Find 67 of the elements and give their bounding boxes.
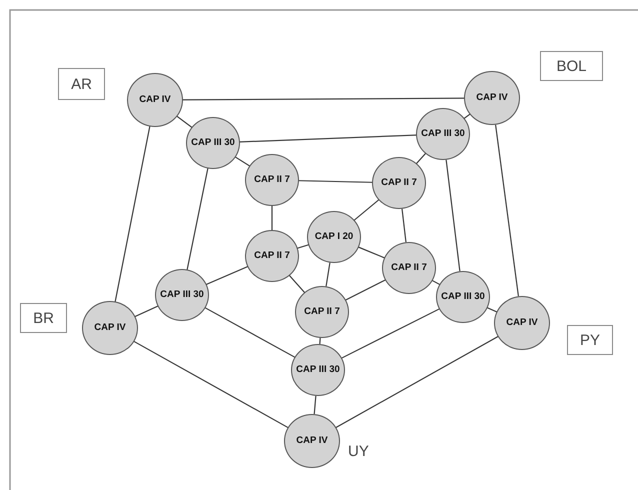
- connector-line: [416, 152, 426, 164]
- capacity-label: CAP II 7: [390, 262, 428, 274]
- capacity-circle: [186, 117, 240, 169]
- connector-line: [335, 336, 499, 428]
- connector-line: [432, 280, 440, 286]
- capacity-circle: [245, 154, 299, 206]
- country-code: PY: [580, 332, 600, 348]
- capacity-circle: [372, 157, 426, 209]
- capacity-label: CAP IV: [505, 317, 539, 329]
- connector-line: [234, 156, 250, 167]
- capacity-label: CAP II 7: [253, 174, 291, 186]
- connector-line: [204, 307, 296, 358]
- capacity-circle: [416, 108, 470, 160]
- connector-line: [354, 199, 380, 221]
- capacity-label: CAP II 7: [380, 177, 418, 189]
- capacity-circle: [127, 73, 183, 127]
- connector-line: [238, 134, 418, 143]
- capacity-label: CAP II 7: [303, 306, 341, 318]
- connector-line: [114, 126, 150, 302]
- capacity-label: CAP II 7: [253, 250, 291, 262]
- connector-line: [486, 306, 498, 313]
- capacity-label: CAP IV: [475, 92, 509, 104]
- capacity-label: CAP III 30: [295, 364, 341, 376]
- country-code: BOL: [556, 58, 586, 74]
- connector-line: [326, 262, 330, 286]
- capacity-circle: [307, 211, 361, 263]
- connector-line: [402, 208, 406, 242]
- capacity-circle: [155, 269, 209, 321]
- connector-line: [298, 180, 374, 183]
- connector-line: [446, 160, 460, 272]
- capacity-label: CAP III 30: [440, 291, 486, 303]
- connector-line: [319, 338, 321, 344]
- connector-line: [186, 168, 208, 270]
- capacity-label: CAP III 30: [420, 128, 466, 140]
- capacity-circle: [295, 286, 349, 338]
- connector-line: [176, 116, 192, 128]
- country-code: AR: [71, 76, 92, 92]
- country-code: BR: [33, 310, 54, 326]
- connector-line: [358, 246, 386, 259]
- label-box: [58, 68, 105, 100]
- capacity-circle: [464, 71, 520, 125]
- capacity-label: CAP III 30: [190, 137, 236, 149]
- connector-line: [314, 396, 316, 414]
- capacity-label: CAP III 30: [159, 289, 205, 301]
- capacity-circle: [284, 414, 340, 468]
- connector-line: [134, 305, 159, 318]
- connector-line: [182, 98, 465, 100]
- connector-line: [344, 279, 386, 301]
- capacity-label: CAP IV: [295, 435, 329, 447]
- capacity-label: CAP I 20: [314, 231, 354, 243]
- capacity-circle: [245, 230, 299, 282]
- connector-line: [271, 206, 273, 230]
- connector-line: [133, 340, 289, 428]
- label-box: [567, 325, 613, 355]
- capacity-label: CAP IV: [93, 322, 127, 334]
- capacity-circle: [436, 271, 490, 323]
- capacity-label: CAP IV: [138, 94, 172, 106]
- capacity-circle: [291, 344, 345, 396]
- capacity-circle: [382, 242, 436, 294]
- label-box: [540, 51, 603, 81]
- connector-line: [206, 266, 248, 286]
- country-code: UY: [348, 443, 369, 460]
- connector-line: [296, 244, 310, 249]
- label-box: [20, 303, 67, 333]
- connector-line: [288, 275, 306, 293]
- connector-line: [340, 308, 440, 359]
- connector-line: [495, 124, 519, 296]
